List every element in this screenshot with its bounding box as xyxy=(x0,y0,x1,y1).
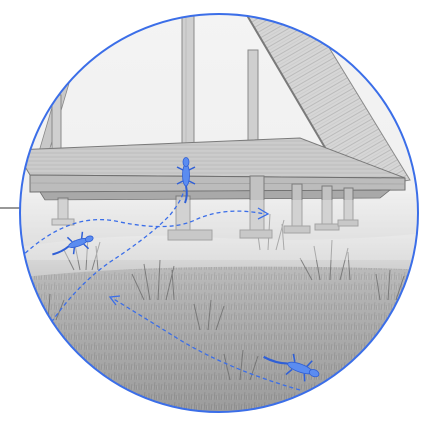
right-post xyxy=(248,50,258,150)
path-lower-right xyxy=(345,375,420,380)
deck-joist xyxy=(40,190,390,200)
center-post xyxy=(182,0,194,160)
